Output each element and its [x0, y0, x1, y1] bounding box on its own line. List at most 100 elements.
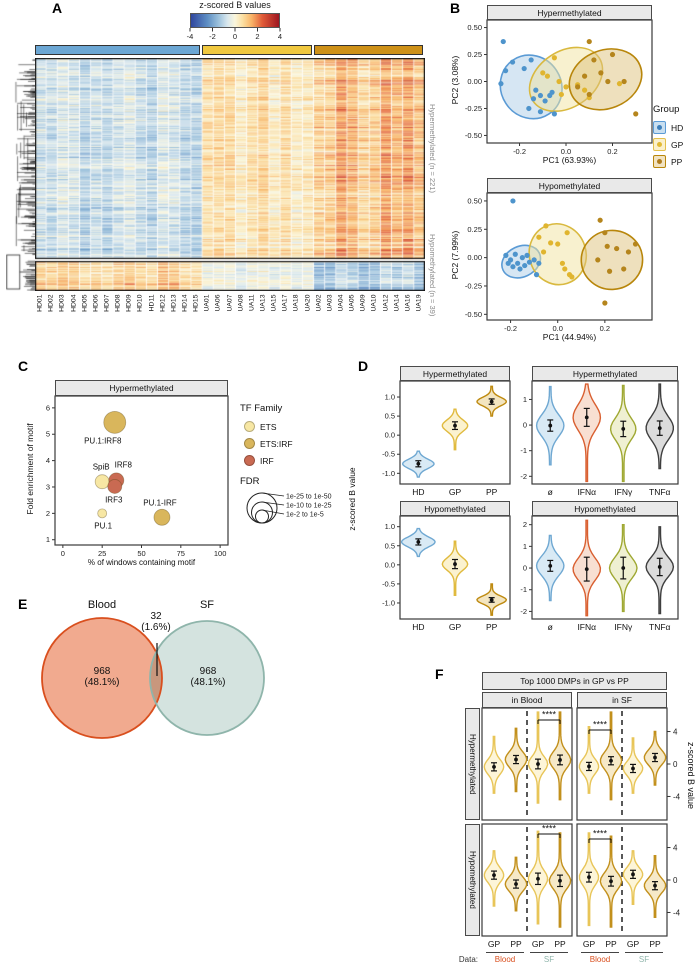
tick-label: -0.2 [504, 324, 517, 333]
data-point-HD [533, 272, 540, 278]
facet-strip-c: Hypermethylated [55, 380, 228, 396]
panel-label-e: E [18, 596, 28, 612]
category-label: PP [486, 487, 498, 497]
mean-dot [514, 882, 518, 886]
c-x-axis-title: % of windows containing motif [87, 558, 196, 567]
tick-label: -0.2 [513, 147, 526, 156]
category-label: IFNα [577, 622, 596, 632]
b-hyper-y-axis-title: PC2 (3.08%) [450, 55, 460, 105]
tick-label: 0.0 [561, 147, 571, 156]
data-point-HD [526, 105, 532, 112]
motif-bubble-PU.1-IRF [153, 508, 171, 526]
mean-dot [653, 883, 657, 888]
category-label: PP [554, 939, 566, 949]
data-point-HD [542, 98, 548, 104]
venn-circle-blood-fill [42, 618, 162, 738]
category-label: GP [449, 622, 462, 632]
plot-border [399, 380, 511, 485]
tick-label: 0 [523, 421, 527, 430]
tick-label: -4 [673, 792, 681, 801]
tick-label: 0.25 [467, 50, 482, 59]
column-label: UA16 [404, 294, 412, 312]
data-point-GP [540, 70, 546, 76]
tick-label: -1.0 [382, 469, 395, 478]
tick-label: 2 [46, 509, 50, 518]
data-point-GP [556, 78, 562, 85]
data-point-HD [512, 251, 518, 257]
tf-legend-label-ETS:IRF: ETS:IRF [260, 438, 293, 449]
category-label: PP [486, 622, 498, 632]
tick-label: 0.0 [385, 431, 395, 440]
tick-label: 0.00 [467, 253, 482, 262]
tf-legend-key-IRF [244, 455, 255, 466]
colorbar-tick-label: 4 [278, 32, 282, 41]
data-point-PP [609, 51, 616, 58]
tick-label: -0.5 [382, 450, 395, 459]
column-label: UA09 [359, 294, 367, 312]
category-label: IFNγ [614, 622, 633, 632]
plot-border [486, 19, 653, 144]
column-label: UA03 [326, 294, 334, 312]
column-label: UA04 [337, 294, 345, 312]
mean-dot [631, 872, 635, 877]
colorbar-tick-label: -2 [209, 32, 216, 41]
tf-legend-label-IRF: IRF [260, 455, 274, 466]
significance-stars: **** [593, 829, 608, 839]
motif-bubble-IRF3 [107, 479, 123, 494]
plot-border [481, 823, 573, 937]
f-data-prefix: Data: [458, 955, 478, 964]
data-point-PP [602, 230, 608, 236]
facet-strip-d-1: Hypermethylated [532, 366, 678, 381]
facet-strip-f-sf: in SF [577, 692, 667, 708]
panel-label-a: A [52, 0, 63, 16]
facet-strip-b-hyper: Hypermethylated [487, 5, 652, 20]
data-point-GP [569, 274, 575, 280]
tick-label: 4 [673, 727, 678, 736]
column-annotation-bar [35, 45, 425, 55]
data-point-GP [563, 84, 569, 90]
tick-label: 1.0 [385, 522, 395, 531]
mean-dot [621, 566, 626, 570]
column-label: UA05 [348, 294, 356, 312]
column-label: HD04 [70, 294, 77, 312]
motif-label: PU.1:IRF8 [84, 436, 122, 445]
significance-stars: **** [593, 720, 608, 730]
data-point-GP [582, 87, 588, 93]
data-point-PP [621, 266, 627, 272]
column-label: UA19 [415, 294, 423, 312]
data-source-label-SF: SF [638, 955, 650, 964]
data-point-PP [586, 38, 592, 45]
mean-dot [631, 766, 635, 771]
facet-strip-f-blood: in Blood [482, 692, 572, 708]
column-label: HD14 [181, 294, 189, 312]
column-label: UA01 [203, 294, 211, 312]
data-point-HD [524, 252, 530, 258]
data-point-PP [604, 243, 610, 249]
violin [578, 726, 600, 794]
tick-label: 25 [98, 549, 106, 558]
mean-dot [548, 423, 553, 428]
mean-dot [558, 758, 562, 762]
data-point-PP [595, 257, 601, 263]
panel-label-f: F [435, 666, 444, 682]
legend-item-HD: HD [653, 121, 683, 134]
data-point-HD [519, 255, 525, 261]
tick-label: -0.50 [465, 310, 482, 319]
tick-label: 4 [46, 456, 50, 465]
legend-key-HD [653, 121, 666, 134]
data-point-HD [526, 259, 533, 265]
tick-label: 1 [46, 535, 50, 544]
plot-border [399, 515, 511, 620]
column-label: UA20 [304, 294, 311, 312]
tick-label: 0 [673, 760, 678, 769]
column-label: UA17 [281, 294, 289, 312]
tick-label: -0.50 [465, 131, 482, 140]
column-label: HD07 [103, 294, 111, 312]
fdr-size-circle [246, 492, 278, 524]
column-label: UA06 [214, 294, 222, 312]
data-point-HD [510, 198, 516, 204]
legend-label-PP: PP [671, 156, 683, 167]
venn-circle-blood [41, 617, 163, 739]
tick-label: -1 [520, 585, 527, 594]
mean-dot [587, 764, 591, 769]
